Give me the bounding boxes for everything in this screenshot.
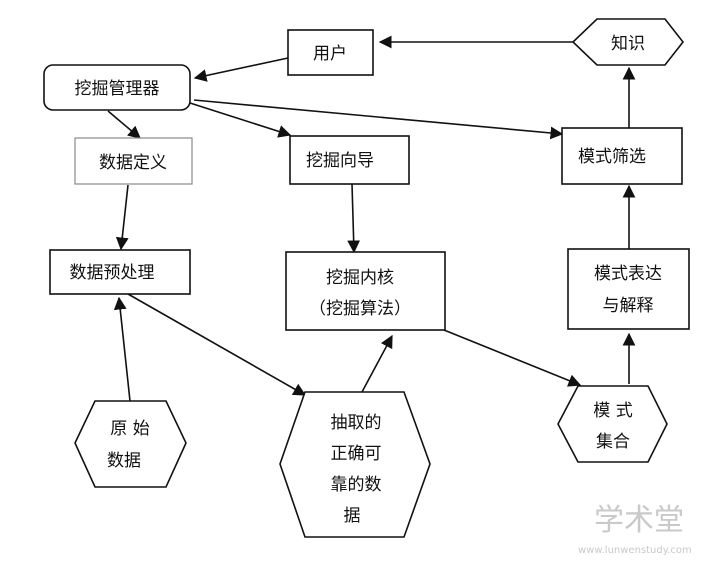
node-knowledge-label: 知识 xyxy=(611,34,645,54)
edge-extracted-to-core xyxy=(361,334,393,393)
node-pattern-set-line2: 集合 xyxy=(596,432,630,452)
node-pattern-expression: 模式表达 与解释 xyxy=(567,248,690,330)
node-data-preprocessing-label: 数据预处理 xyxy=(70,263,155,283)
node-user-label: 用户 xyxy=(313,44,347,64)
node-knowledge: 知识 xyxy=(571,18,685,66)
node-extracted-data-line1: 抽取的 xyxy=(331,413,382,433)
edge-data-def-to-preprocess xyxy=(115,184,129,251)
node-data-definition-label: 数据定义 xyxy=(99,153,167,173)
node-pattern-expression-line1: 模式表达 xyxy=(594,264,662,284)
node-extracted-data: 抽取的 正确可 靠的数 据 xyxy=(279,391,431,538)
node-raw-data-line1: 原 始 xyxy=(110,419,149,439)
node-data-definition: 数据定义 xyxy=(74,137,193,185)
edge-manager-to-mining-guide xyxy=(189,102,292,138)
edge-preprocess-to-extracted xyxy=(127,293,307,396)
node-pattern-set: 模 式 集合 xyxy=(557,385,668,463)
node-mining-core-line2: （挖掘算法） xyxy=(309,299,411,319)
node-extracted-data-line4: 据 xyxy=(344,506,361,526)
node-data-preprocessing: 数据预处理 xyxy=(49,249,191,295)
node-mining-core: 挖掘内核 （挖掘算法） xyxy=(285,251,446,331)
node-extracted-data-line2: 正确可 xyxy=(331,444,382,464)
node-mining-manager: 挖掘管理器 xyxy=(43,64,191,111)
node-mining-manager-label: 挖掘管理器 xyxy=(75,79,160,99)
node-pattern-filter: 模式筛选 xyxy=(561,127,683,185)
edge-user-to-manager xyxy=(193,57,289,82)
edges xyxy=(107,35,636,402)
watermark: 学术堂 www.lunwenstudy.com xyxy=(578,503,692,556)
node-user: 用户 xyxy=(287,29,374,76)
node-extracted-data-line3: 靠的数 xyxy=(331,475,382,495)
node-mining-guide-label: 挖掘向导 xyxy=(306,151,374,171)
node-pattern-filter-label: 模式筛选 xyxy=(578,147,646,167)
watermark-url: www.lunwenstudy.com xyxy=(578,545,692,556)
node-raw-data-line2: 数据 xyxy=(107,451,141,471)
node-mining-core-line1: 挖掘内核 xyxy=(326,268,394,288)
edge-mining-guide-to-core xyxy=(347,183,361,254)
edge-raw-data-to-preprocess xyxy=(113,296,131,402)
node-mining-guide: 挖掘向导 xyxy=(289,135,410,185)
node-pattern-set-line1: 模 式 xyxy=(593,401,632,421)
edge-manager-to-data-def xyxy=(107,110,141,139)
edge-manager-to-pattern-filter xyxy=(193,99,564,140)
watermark-brand: 学术堂 xyxy=(594,503,684,538)
node-pattern-expression-line2: 与解释 xyxy=(603,296,654,316)
node-raw-data: 原 始 数据 xyxy=(74,400,187,488)
edge-core-to-pattern-set xyxy=(443,329,582,387)
